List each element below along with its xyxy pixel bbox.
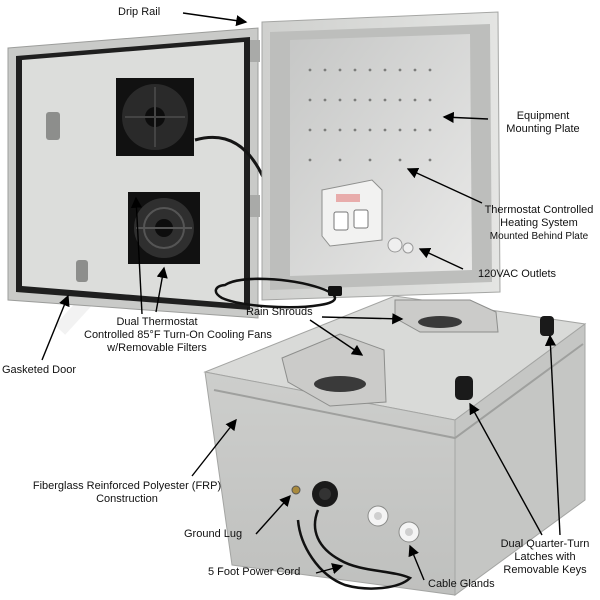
label-latches-line-3: Removable Keys: [503, 564, 587, 576]
enclosure-body-open: [261, 11, 501, 301]
latch-1: [455, 376, 473, 400]
label-frp: Fiberglass Reinforced Polyester (FRP) Co…: [26, 480, 228, 506]
label-outlets: 120VAC Outlets: [478, 268, 557, 280]
label-drip-rail: Drip Rail: [118, 6, 161, 18]
label-heating-line-1: Thermostat Controlled: [484, 204, 594, 216]
label-thermostat-heating: Thermostat Controlled Heating System Mou…: [480, 204, 598, 243]
label-frp-line-2: Construction: [96, 493, 158, 505]
label-latches-line-2: Latches with: [514, 551, 576, 563]
label-fans-line-1: Dual Thermostat: [116, 316, 198, 328]
label-equipment-mounting-plate: Equipment Mounting Plate: [498, 110, 588, 136]
ground-lug: [291, 485, 301, 495]
label-heating-line-2: Heating System: [500, 217, 578, 229]
callout-arrows: [41, 12, 561, 581]
latch-2: [540, 316, 554, 336]
label-fans-line-3: w/Removable Filters: [107, 342, 207, 354]
power-plug-gland: [312, 481, 338, 507]
label-latches: Dual Quarter-Turn Latches with Removable…: [490, 538, 600, 577]
outlet-box: [321, 179, 383, 247]
label-heating-sub: Mounted Behind Plate: [489, 231, 589, 242]
cable-glands: [367, 505, 420, 543]
label-rain-shrouds: Rain Shrouds: [246, 306, 313, 318]
open-door: [7, 27, 260, 319]
cooling-fan-top: [116, 78, 194, 156]
label-frp-line-1: Fiberglass Reinforced Polyester (FRP): [32, 480, 222, 492]
power-cord-coil-top: [214, 277, 337, 309]
label-cable-glands: Cable Glands: [428, 578, 495, 590]
label-equipment-line-1: Equipment: [516, 110, 570, 122]
label-gasketed-door: Gasketed Door: [2, 364, 76, 376]
label-fans-line-2: Controlled 85°F Turn-On Cooling Fans: [84, 329, 272, 341]
power-cord-coil-bottom: [296, 509, 413, 590]
label-cooling-fans: Dual Thermostat Controlled 85°F Turn-On …: [84, 316, 272, 355]
rain-shroud-back: [394, 299, 499, 333]
label-equipment-line-2: Mounting Plate: [506, 123, 580, 135]
label-power-cord: 5 Foot Power Cord: [208, 566, 301, 578]
label-latches-line-1: Dual Quarter-Turn: [500, 538, 590, 550]
label-ground-lug: Ground Lug: [184, 528, 243, 540]
